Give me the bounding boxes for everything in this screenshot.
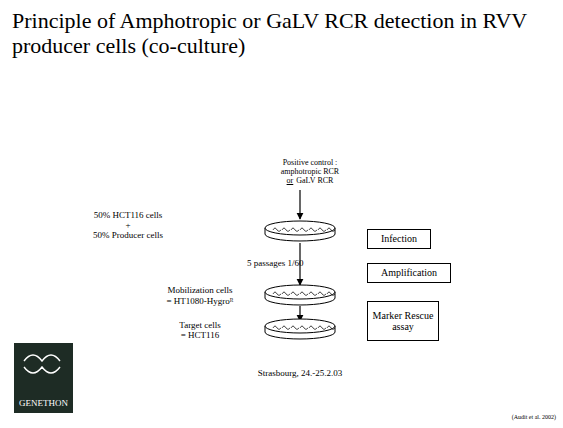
petri-dish: [265, 285, 335, 305]
step-label: Marker Rescue assay: [372, 310, 434, 333]
step-note: 5 passages 1/60: [247, 259, 304, 269]
flow-arrow: [299, 190, 300, 219]
control-label: amphotropic RCR: [281, 168, 339, 177]
step-label: Amplification: [368, 267, 450, 279]
cell-label: = HT1080-Hygroᴿ: [166, 297, 233, 307]
control-label: GaLV RCR: [296, 177, 333, 186]
cell-label: 50% HCT116 cells: [94, 211, 163, 221]
logo-symbol: [14, 347, 70, 387]
cell-label: Mobilization cells: [167, 286, 232, 296]
step-label: Infection: [368, 233, 430, 245]
petri-dish: [265, 319, 335, 339]
cell-label: Target cells: [179, 321, 220, 331]
control-label: or: [287, 177, 294, 186]
footer-note: Strasbourg, 24.-25.2.03: [258, 369, 343, 379]
cell-label: +: [125, 221, 130, 231]
step-box: Infection: [367, 229, 431, 249]
slide-title: Principle of Amphotropic or GaLV RCR det…: [12, 8, 557, 58]
logo-box: GENETHON: [14, 343, 73, 413]
logo-text: GENETHON: [14, 398, 73, 408]
cell-label: 50% Producer cells: [93, 231, 163, 241]
cell-label: = HCT116: [181, 331, 220, 341]
citation: (Audit et al. 2002): [512, 414, 556, 421]
step-box: Amplification: [367, 263, 451, 283]
step-box: Marker Rescue assay: [367, 301, 439, 341]
control-label: Positive control :: [283, 159, 338, 168]
petri-dish: [265, 221, 335, 241]
